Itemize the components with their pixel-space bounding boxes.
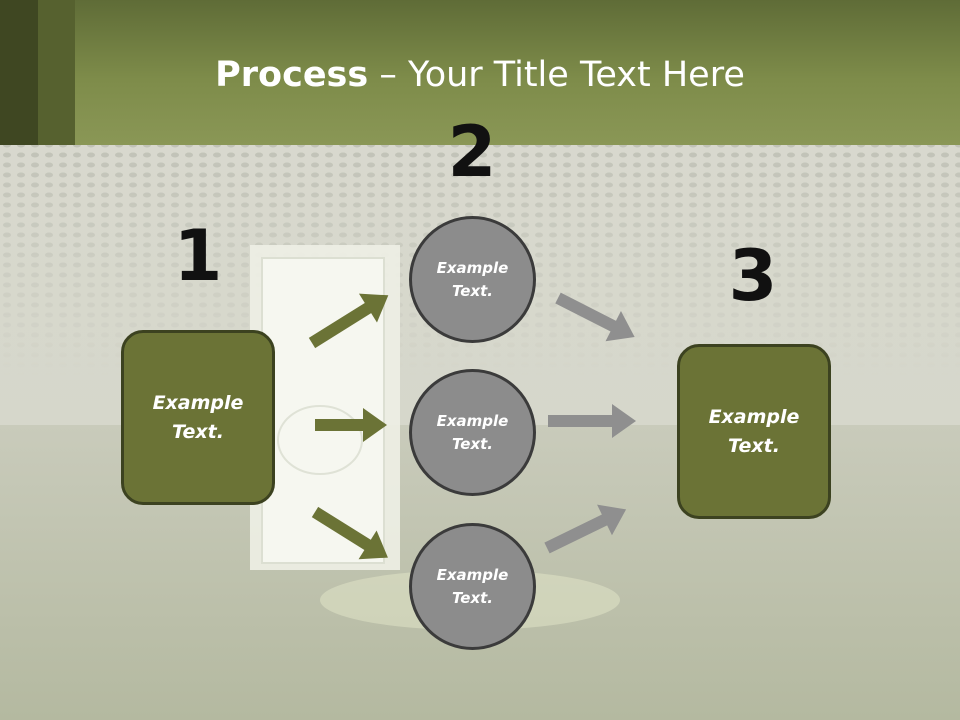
header-bar xyxy=(0,0,960,145)
arrow-green-up xyxy=(308,293,389,349)
arrow-gray-up xyxy=(544,504,627,554)
arrow-green-right xyxy=(315,408,387,442)
title-bold: Process xyxy=(215,55,369,95)
right-step-text: Example Text. xyxy=(708,405,800,457)
circle-top-text: Example Text. xyxy=(436,258,509,300)
circle-top: Example Text. xyxy=(409,216,536,343)
step-number-1: 1 xyxy=(173,215,223,297)
circle-middle: Example Text. xyxy=(409,369,536,496)
header-accent-strip xyxy=(38,0,75,145)
step-number-3: 3 xyxy=(728,235,778,317)
step-number-2: 2 xyxy=(447,111,497,193)
arrow-green-down xyxy=(311,506,388,560)
slide-title: Process – Your Title Text Here xyxy=(0,52,960,98)
arrow-gray-down xyxy=(555,292,635,342)
left-step-box: Example Text. xyxy=(121,330,275,505)
circle-bottom-text: Example Text. xyxy=(436,565,509,607)
header-accent-strip xyxy=(0,0,38,145)
circle-middle-text: Example Text. xyxy=(436,411,509,453)
right-step-box: Example Text. xyxy=(677,344,831,519)
title-rest: – Your Title Text Here xyxy=(368,55,745,95)
left-step-text: Example Text. xyxy=(152,391,244,443)
circle-bottom: Example Text. xyxy=(409,523,536,650)
arrow-gray-right xyxy=(548,404,636,438)
